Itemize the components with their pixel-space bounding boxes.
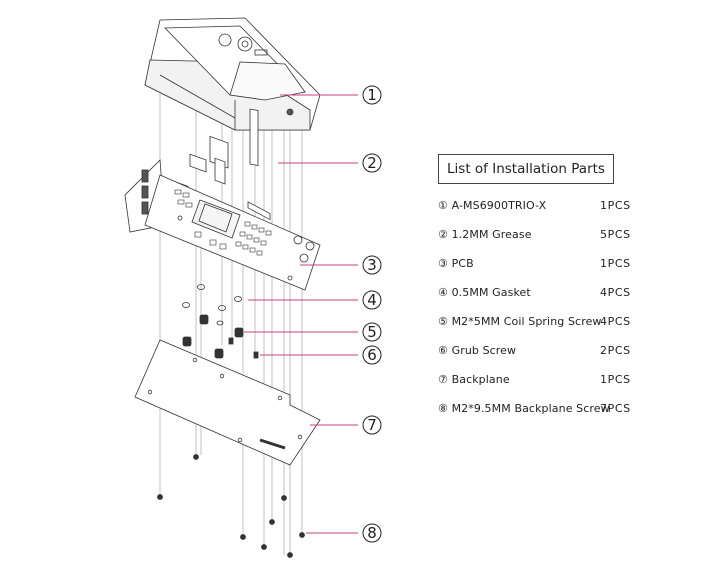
- part-name: A-MS6900TRIO-X: [451, 199, 547, 212]
- svg-text:5: 5: [367, 323, 377, 341]
- backplane-part: [134, 339, 321, 466]
- part-marker: ⑥: [438, 344, 448, 357]
- part-quantity: 4PCS: [600, 286, 631, 299]
- callout-6: 6: [362, 345, 382, 365]
- part-name: M2*5MM Coil Spring Screw: [451, 315, 602, 328]
- parts-list-item: ⑤ M2*5MM Coil Spring Screw 4PCS: [438, 312, 638, 341]
- part-marker: ②: [438, 228, 448, 241]
- parts-list-item: ① A-MS6900TRIO-X 1PCS: [438, 196, 638, 225]
- callout-1: 1: [362, 85, 382, 105]
- part-marker: ⑤: [438, 315, 448, 328]
- water-block-part: [144, 17, 321, 131]
- mounting-hardware: [182, 284, 259, 359]
- part-name: Grub Screw: [451, 344, 517, 357]
- part-marker: ⑦: [438, 373, 448, 386]
- parts-list-item: ④ 0.5MM Gasket 4PCS: [438, 283, 638, 312]
- parts-list-title: List of Installation Parts: [438, 154, 614, 184]
- part-marker: ⑧: [438, 402, 448, 415]
- callout-5: 5: [362, 322, 382, 342]
- part-quantity: 1PCS: [600, 199, 631, 212]
- part-name: M2*9.5MM Backplane Screw: [451, 402, 610, 415]
- callout-2: 2: [362, 153, 382, 173]
- part-quantity: 7PCS: [600, 402, 631, 415]
- svg-text:2: 2: [367, 154, 377, 172]
- callout-7: 7: [362, 415, 382, 435]
- svg-text:7: 7: [367, 416, 377, 434]
- part-quantity: 4PCS: [600, 315, 631, 328]
- part-quantity: 1PCS: [600, 373, 631, 386]
- backplane-screws: [157, 454, 305, 558]
- parts-list-item: ⑥ Grub Screw 2PCS: [438, 341, 638, 370]
- part-quantity: 5PCS: [600, 228, 631, 241]
- part-name: PCB: [451, 257, 474, 270]
- part-marker: ③: [438, 257, 448, 270]
- part-name: Backplane: [451, 373, 510, 386]
- callout-4: 4: [362, 290, 382, 310]
- parts-list-item: ⑧ M2*9.5MM Backplane Screw 7PCS: [438, 399, 638, 428]
- svg-text:3: 3: [367, 256, 377, 274]
- part-name: 0.5MM Gasket: [451, 286, 531, 299]
- svg-text:4: 4: [367, 291, 377, 309]
- parts-list-item: ⑦ Backplane 1PCS: [438, 370, 638, 399]
- alignment-guides: [159, 80, 303, 555]
- callout-3: 3: [362, 255, 382, 275]
- parts-list-item: ② 1.2MM Grease 5PCS: [438, 225, 638, 254]
- part-marker: ①: [438, 199, 448, 212]
- part-quantity: 2PCS: [600, 344, 631, 357]
- svg-text:6: 6: [367, 346, 377, 364]
- part-quantity: 1PCS: [600, 257, 631, 270]
- svg-text:8: 8: [367, 524, 377, 542]
- parts-list-item: ③ PCB 1PCS: [438, 254, 638, 283]
- svg-text:1: 1: [367, 86, 377, 104]
- parts-list: ① A-MS6900TRIO-X 1PCS ② 1.2MM Grease 5PC…: [438, 196, 638, 428]
- part-marker: ④: [438, 286, 448, 299]
- callout-8: 8: [362, 523, 382, 543]
- pcb-part: [144, 174, 321, 291]
- part-name: 1.2MM Grease: [451, 228, 532, 241]
